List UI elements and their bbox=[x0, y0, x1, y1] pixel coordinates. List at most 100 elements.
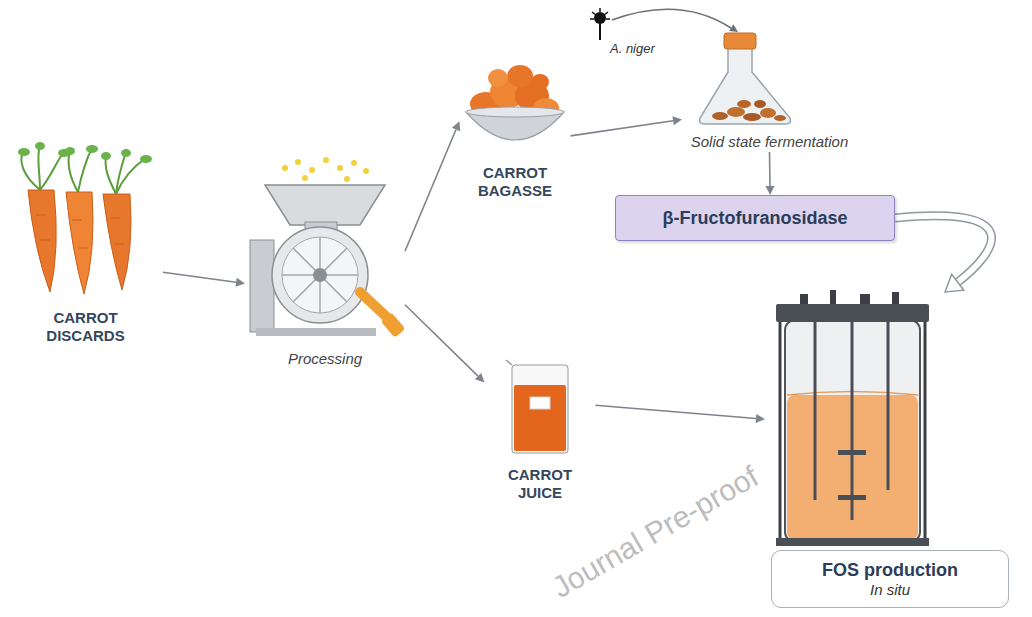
arrow-outline bbox=[895, 216, 991, 284]
juice-beaker bbox=[506, 360, 568, 453]
processing-machine bbox=[256, 328, 376, 336]
processing-machine bbox=[250, 240, 274, 332]
processing-machine bbox=[295, 159, 301, 165]
bioreactor bbox=[838, 495, 866, 500]
flow-arrow bbox=[405, 305, 485, 383]
arrow-line bbox=[596, 405, 757, 418]
node-text: In situ bbox=[870, 581, 910, 598]
flow-arrow bbox=[571, 116, 683, 135]
arrow-line bbox=[571, 121, 674, 136]
a-niger-icon bbox=[594, 12, 606, 24]
fermentation-flask bbox=[774, 115, 786, 121]
a-niger-icon bbox=[729, 24, 738, 32]
bioreactor bbox=[779, 306, 782, 545]
processing-machine bbox=[313, 268, 327, 282]
juice-beaker bbox=[512, 365, 568, 453]
fermentation-flask bbox=[712, 112, 728, 120]
bagasse-bowl bbox=[466, 65, 564, 140]
arrow-head bbox=[235, 278, 245, 287]
juice-beaker bbox=[506, 360, 512, 365]
a-niger-icon bbox=[590, 8, 738, 40]
arrow-head bbox=[765, 186, 774, 195]
processing-machine bbox=[363, 168, 369, 174]
processing-machine bbox=[309, 167, 315, 173]
carrot-illustration bbox=[78, 148, 92, 192]
carrot-illustration bbox=[86, 145, 98, 153]
carrot-illustration bbox=[36, 215, 124, 248]
carrot-illustration bbox=[116, 158, 146, 194]
fermentation-flask bbox=[743, 113, 761, 121]
carrot-illustration bbox=[140, 155, 152, 163]
bioreactor bbox=[851, 322, 854, 520]
organism-label: A. niger bbox=[610, 41, 655, 56]
bioreactor bbox=[776, 290, 929, 546]
bioreactor bbox=[785, 320, 920, 542]
node-text: Processing bbox=[288, 350, 362, 369]
bioreactor bbox=[892, 292, 899, 306]
node-text: Solid state fermentation bbox=[691, 133, 849, 152]
arrow-head bbox=[945, 274, 964, 292]
juice-beaker bbox=[530, 397, 550, 409]
fos-production-item: FOS productionIn situ bbox=[765, 292, 1015, 610]
carrot-discards-item: CARROT DISCARDS bbox=[8, 160, 163, 347]
processing-machine bbox=[250, 157, 405, 338]
processing-machine bbox=[351, 160, 357, 166]
fermentation-flask bbox=[727, 107, 745, 117]
processing-machine bbox=[272, 227, 368, 323]
carrot-illustration bbox=[65, 147, 75, 155]
enzyme-box: β-Fructofuranosidase bbox=[615, 195, 895, 241]
carrot-illustration bbox=[116, 152, 126, 194]
a-niger-icon bbox=[612, 9, 731, 28]
carrot-illustration bbox=[35, 142, 45, 150]
node-text: CARROT DISCARDS bbox=[38, 309, 133, 347]
processing-machine bbox=[265, 185, 385, 225]
carrot-illustration bbox=[40, 152, 64, 190]
result-box: FOS productionIn situ bbox=[771, 550, 1009, 608]
bioreactor bbox=[924, 306, 927, 545]
arrow-head bbox=[672, 116, 682, 125]
fermentation-flask bbox=[700, 48, 791, 124]
a-niger-icon bbox=[599, 22, 601, 40]
arrow-body bbox=[895, 216, 991, 284]
flow-arrow bbox=[405, 121, 460, 251]
arrow-line bbox=[405, 305, 478, 376]
curved-arrow bbox=[895, 216, 991, 292]
node-text: CARROT JUICE bbox=[493, 466, 588, 504]
processing-machine bbox=[337, 165, 343, 171]
bioreactor bbox=[838, 450, 866, 455]
carrot-illustration bbox=[121, 149, 131, 157]
bagasse-bowl bbox=[507, 65, 533, 87]
processing-machine bbox=[323, 157, 329, 163]
carrot-illustration bbox=[68, 150, 78, 192]
fermentation-flask bbox=[760, 108, 776, 118]
carrot-illustration bbox=[38, 145, 40, 190]
carrot-illustration bbox=[101, 152, 111, 160]
fermentation-flask bbox=[737, 100, 751, 108]
arrow-line bbox=[163, 272, 236, 282]
carrot-illustration bbox=[18, 148, 30, 156]
flow-arrow bbox=[596, 405, 766, 423]
carrot-illustration bbox=[21, 150, 40, 190]
arrow-head bbox=[475, 373, 485, 383]
a-niger-icon bbox=[590, 8, 610, 19]
processing-machine bbox=[344, 176, 350, 182]
processing-machine bbox=[282, 237, 358, 313]
bioreactor bbox=[887, 322, 890, 490]
carrot-illustration bbox=[18, 142, 152, 294]
fermentation-item: Solid state fermentation bbox=[682, 22, 857, 152]
fermentation-flask bbox=[754, 100, 766, 108]
bioreactor bbox=[814, 322, 817, 500]
node-text: CARROT BAGASSE bbox=[468, 164, 563, 202]
processing-machine bbox=[381, 312, 406, 338]
node-text: β-Fructofuranosidase bbox=[662, 208, 847, 229]
carrot-bagasse-item: CARROT BAGASSE bbox=[460, 55, 571, 202]
arrow-head bbox=[756, 414, 765, 423]
fermentation-flask bbox=[724, 33, 756, 49]
carrot-juice-item: CARROT JUICE bbox=[485, 352, 596, 504]
bioreactor bbox=[776, 304, 929, 322]
processing-machine bbox=[302, 175, 308, 181]
bagasse-bowl bbox=[466, 107, 564, 117]
